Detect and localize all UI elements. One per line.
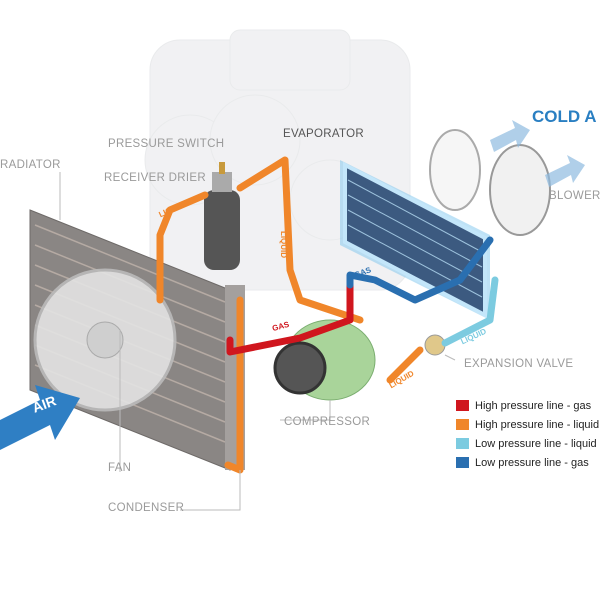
- label-cold-air: COLD A: [532, 107, 597, 126]
- label-compressor: COMPRESSOR: [284, 416, 371, 428]
- legend-label: Low pressure line - gas: [475, 456, 589, 469]
- label-pressure-switch: PRESSURE SWITCH: [108, 138, 225, 150]
- legend-swatch: [456, 400, 469, 411]
- high-pressure-gas-line: [226, 281, 354, 356]
- compressor: [273, 319, 376, 401]
- cold-air-arrows: [490, 120, 585, 187]
- receiver-drier: [204, 162, 240, 270]
- legend-swatch: [456, 419, 469, 430]
- label-receiver-drier: RECEIVER DRIER: [104, 172, 206, 184]
- legend-swatch: [456, 438, 469, 449]
- label-expansion-valve: EXPANSION VALVE: [464, 358, 574, 370]
- low-pressure-liquid-line: [441, 276, 499, 347]
- expansion-valve: [424, 334, 446, 356]
- legend-label: High pressure line - gas: [475, 399, 592, 412]
- label-evaporator: EVAPORATOR: [283, 128, 364, 140]
- fan: [33, 268, 177, 412]
- legend-item: Low pressure line - gas: [456, 453, 599, 472]
- label-radiator: RADIATOR: [0, 159, 61, 171]
- blower: [429, 129, 551, 236]
- label-condenser: CONDENSER: [108, 502, 185, 514]
- label-blower: BLOWER: [549, 190, 600, 202]
- legend-item: Low pressure line - liquid: [456, 434, 599, 453]
- legend: High pressure line - gas High pressure l…: [456, 396, 599, 472]
- high-pressure-liquid-line: [156, 156, 424, 474]
- label-fan: FAN: [108, 462, 132, 474]
- legend-item: High pressure line - gas: [456, 396, 599, 415]
- legend-swatch: [456, 457, 469, 468]
- low-pressure-gas-line: [346, 236, 494, 304]
- legend-item: High pressure line - liquid: [456, 415, 599, 434]
- legend-label: Low pressure line - liquid: [475, 437, 597, 450]
- tag-liquid-2: LIQUID: [279, 230, 289, 259]
- legend-label: High pressure line - liquid: [475, 418, 600, 431]
- air-arrow: [0, 385, 80, 450]
